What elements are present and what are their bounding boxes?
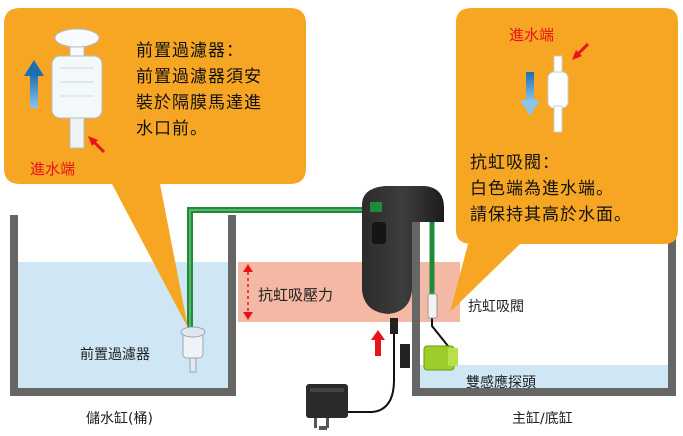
inlet-red-arrow-left <box>88 136 106 154</box>
prefilter-device <box>180 326 206 373</box>
main-tank-label: 主缸/底缸 <box>512 411 573 427</box>
siphon-pressure-label: 抗虹吸壓力 <box>258 286 334 304</box>
flow-down-arrow <box>520 72 540 116</box>
prefilter-illustration <box>51 28 103 149</box>
check-valve-label: 抗虹吸閥 <box>468 299 524 315</box>
left-callout-title: 前置過濾器： <box>136 41 244 61</box>
main-tank <box>412 215 676 396</box>
storage-tank-label: 儲水缸(桶) <box>86 411 153 427</box>
right-callout-body: 白色端為進水端。 請保持其高於水面。 <box>470 179 632 225</box>
check-valve-small <box>427 293 438 319</box>
flow-up-arrow <box>24 60 44 108</box>
power-up-arrow <box>371 330 385 356</box>
siphon-pressure-zone <box>238 262 460 322</box>
left-inlet-label: 進水端 <box>30 160 76 178</box>
dual-sensor <box>423 345 458 371</box>
right-callout-bubble <box>450 8 678 312</box>
right-inlet-label: 進水端 <box>509 26 555 44</box>
diaphragm-pump <box>362 186 445 314</box>
inlet-red-arrow-right <box>572 42 590 60</box>
prefilter-label: 前置過濾器 <box>80 347 150 363</box>
pressure-arrow <box>243 264 253 320</box>
check-valve-illustration <box>547 55 569 133</box>
storage-tank <box>10 215 236 396</box>
power-adapter <box>306 384 348 430</box>
left-callout-body: 前置過濾器須安 裝於隔膜馬達進 水口前。 <box>136 67 262 139</box>
dual-sensor-label: 雙感應探頭 <box>466 375 536 391</box>
right-callout-title: 抗虹吸閥： <box>470 153 560 173</box>
